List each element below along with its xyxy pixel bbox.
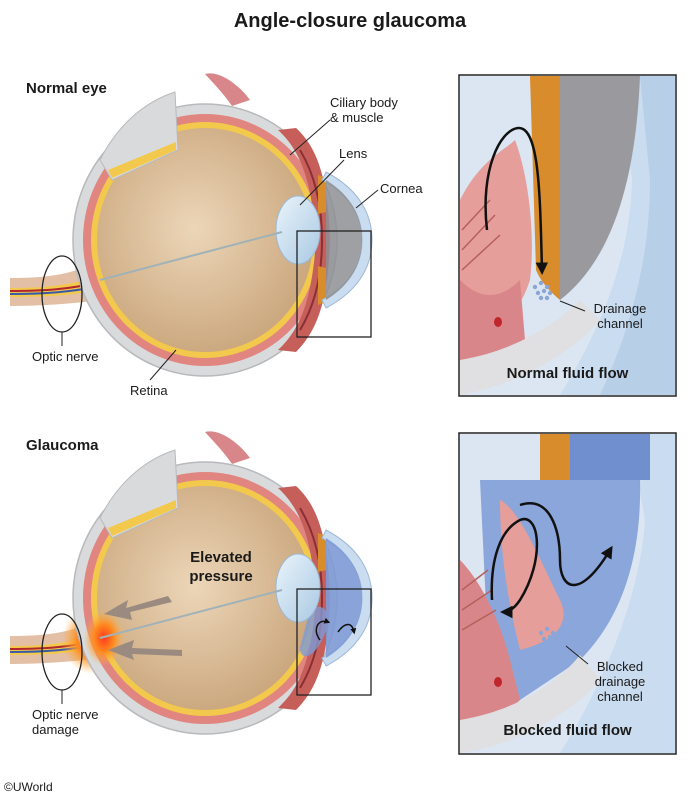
- label-cornea: Cornea: [380, 181, 423, 196]
- blocked-flow-arrow-left: [490, 517, 539, 619]
- caption-normal-flow: Normal fluid flow: [506, 365, 629, 382]
- glaucoma-eye: [9, 431, 373, 735]
- normal-eye: [9, 73, 379, 381]
- label-optic-nerve: Optic nerve: [32, 349, 99, 364]
- copyright: ©UWorld: [4, 780, 53, 794]
- label-optic-nerve-damage: Optic nerve damage: [32, 707, 99, 737]
- lens-glaucoma: [275, 553, 321, 623]
- section-normal-eye: Normal eye: [26, 80, 107, 97]
- label-ciliary-body: Ciliary body & muscle: [330, 95, 398, 125]
- normal-flow-inset: [458, 74, 677, 397]
- zoom-box-glaucoma: [296, 588, 372, 696]
- lens-normal: [275, 195, 321, 265]
- blocked-flow-inset: [458, 432, 677, 755]
- normal-flow-arrow: [484, 126, 549, 275]
- section-glaucoma: Glaucoma: [26, 437, 99, 454]
- label-blocked-drainage: Blocked drainage channel: [594, 659, 646, 704]
- vitreous-normal: [97, 128, 313, 352]
- caption-blocked-flow: Blocked fluid flow: [503, 722, 632, 739]
- ciliary-body-normal: [278, 128, 330, 352]
- inset-iris-normal: [530, 76, 560, 300]
- diagram-title: Angle-closure glaucoma: [233, 10, 467, 32]
- label-elevated-pressure: Elevated pressure: [189, 549, 253, 585]
- zoom-box-normal: [296, 230, 372, 338]
- pressure-arrows: [104, 596, 182, 660]
- blocked-flow-arrow-right: [519, 502, 613, 587]
- label-retina: Retina: [130, 383, 168, 398]
- label-drainage-channel: Drainage channel: [593, 301, 647, 331]
- label-lens: Lens: [339, 146, 368, 161]
- blocked-drainage-dots: [538, 626, 559, 647]
- drainage-channel-dots: [532, 280, 553, 301]
